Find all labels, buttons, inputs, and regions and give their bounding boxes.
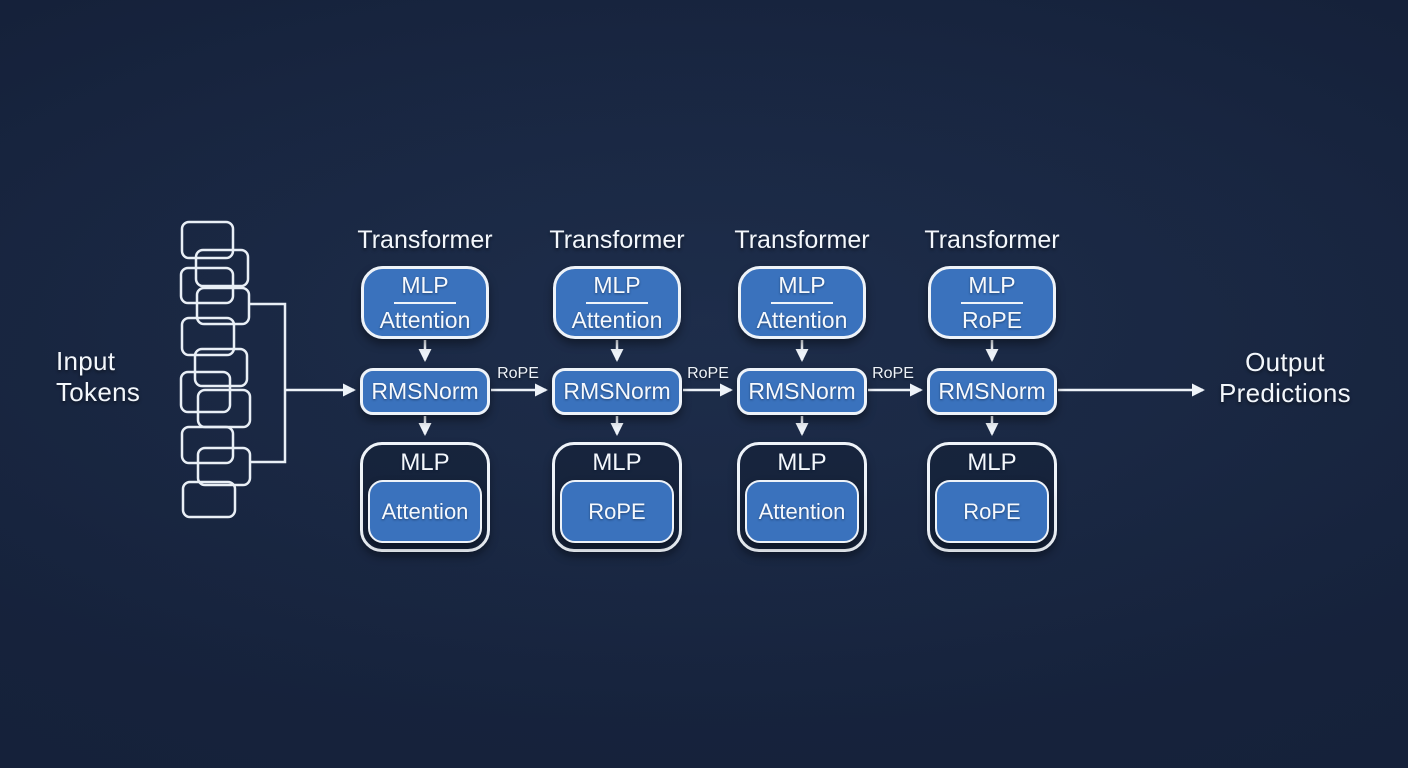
- transformer-title: Transformer: [549, 226, 685, 254]
- top-box-line1: MLP: [586, 272, 648, 304]
- mlp-attention-box: MLP Attention: [738, 266, 866, 339]
- token-stack: [179, 220, 252, 519]
- rope-edge-label-1: RoPE: [497, 365, 539, 382]
- mlp-rope-box: MLP RoPE: [928, 266, 1056, 339]
- rmsnorm-box: RMSNorm: [737, 368, 867, 415]
- mlp-outer-box: MLP RoPE: [552, 442, 682, 552]
- mlp-outer-box: MLP RoPE: [927, 442, 1057, 552]
- token-bracket-line: [249, 302, 287, 464]
- token-rect: [196, 388, 252, 429]
- input-tokens-label: Input Tokens: [56, 346, 141, 407]
- top-box-line1: MLP: [771, 272, 833, 304]
- bottom-inner-box: Attention: [745, 480, 859, 543]
- token-rect: [180, 220, 235, 260]
- mlp-outer-label: MLP: [777, 449, 827, 476]
- rope-edge-label-3: RoPE: [872, 365, 914, 382]
- token-rect: [181, 480, 237, 519]
- bottom-inner-box: Attention: [368, 480, 482, 543]
- token-rect: [179, 266, 235, 305]
- top-box-line2: Attention: [756, 306, 848, 333]
- token-rect: [179, 370, 232, 414]
- token-rect: [180, 316, 236, 357]
- top-box-line2: RoPE: [961, 306, 1023, 333]
- mlp-outer-box: MLP Attention: [737, 442, 867, 552]
- transformer-block-4: Transformer MLP RoPE RMSNorm MLP RoPE: [924, 226, 1060, 552]
- rope-edge-label-2: RoPE: [687, 365, 729, 382]
- token-rect: [196, 446, 252, 487]
- mlp-outer-label: MLP: [967, 449, 1017, 476]
- mlp-attention-box: MLP Attention: [553, 266, 681, 339]
- token-rect: [193, 347, 249, 388]
- transformer-title: Transformer: [924, 226, 1060, 254]
- top-box-line1: MLP: [961, 272, 1023, 304]
- top-box-line2: Attention: [379, 306, 471, 333]
- mlp-outer-box: MLP Attention: [360, 442, 490, 552]
- transformer-block-2: Transformer MLP Attention RMSNorm MLP Ro…: [549, 226, 685, 552]
- transformer-block-3: Transformer MLP Attention RMSNorm MLP At…: [734, 226, 870, 552]
- bottom-inner-box: RoPE: [560, 480, 674, 543]
- token-rect: [195, 286, 251, 326]
- mlp-attention-box: MLP Attention: [361, 266, 489, 339]
- rmsnorm-box: RMSNorm: [552, 368, 682, 415]
- rmsnorm-box: RMSNorm: [927, 368, 1057, 415]
- output-predictions-label: Output Predictions: [1219, 347, 1351, 408]
- transformer-block-1: Transformer MLP Attention RMSNorm MLP At…: [357, 226, 493, 552]
- mlp-outer-label: MLP: [400, 449, 450, 476]
- transformer-title: Transformer: [734, 226, 870, 254]
- token-rect: [180, 425, 235, 465]
- top-box-line1: MLP: [394, 272, 456, 304]
- bottom-inner-box: RoPE: [935, 480, 1049, 543]
- rmsnorm-box: RMSNorm: [360, 368, 490, 415]
- top-box-line2: Attention: [571, 306, 663, 333]
- mlp-outer-label: MLP: [592, 449, 642, 476]
- transformer-title: Transformer: [357, 226, 493, 254]
